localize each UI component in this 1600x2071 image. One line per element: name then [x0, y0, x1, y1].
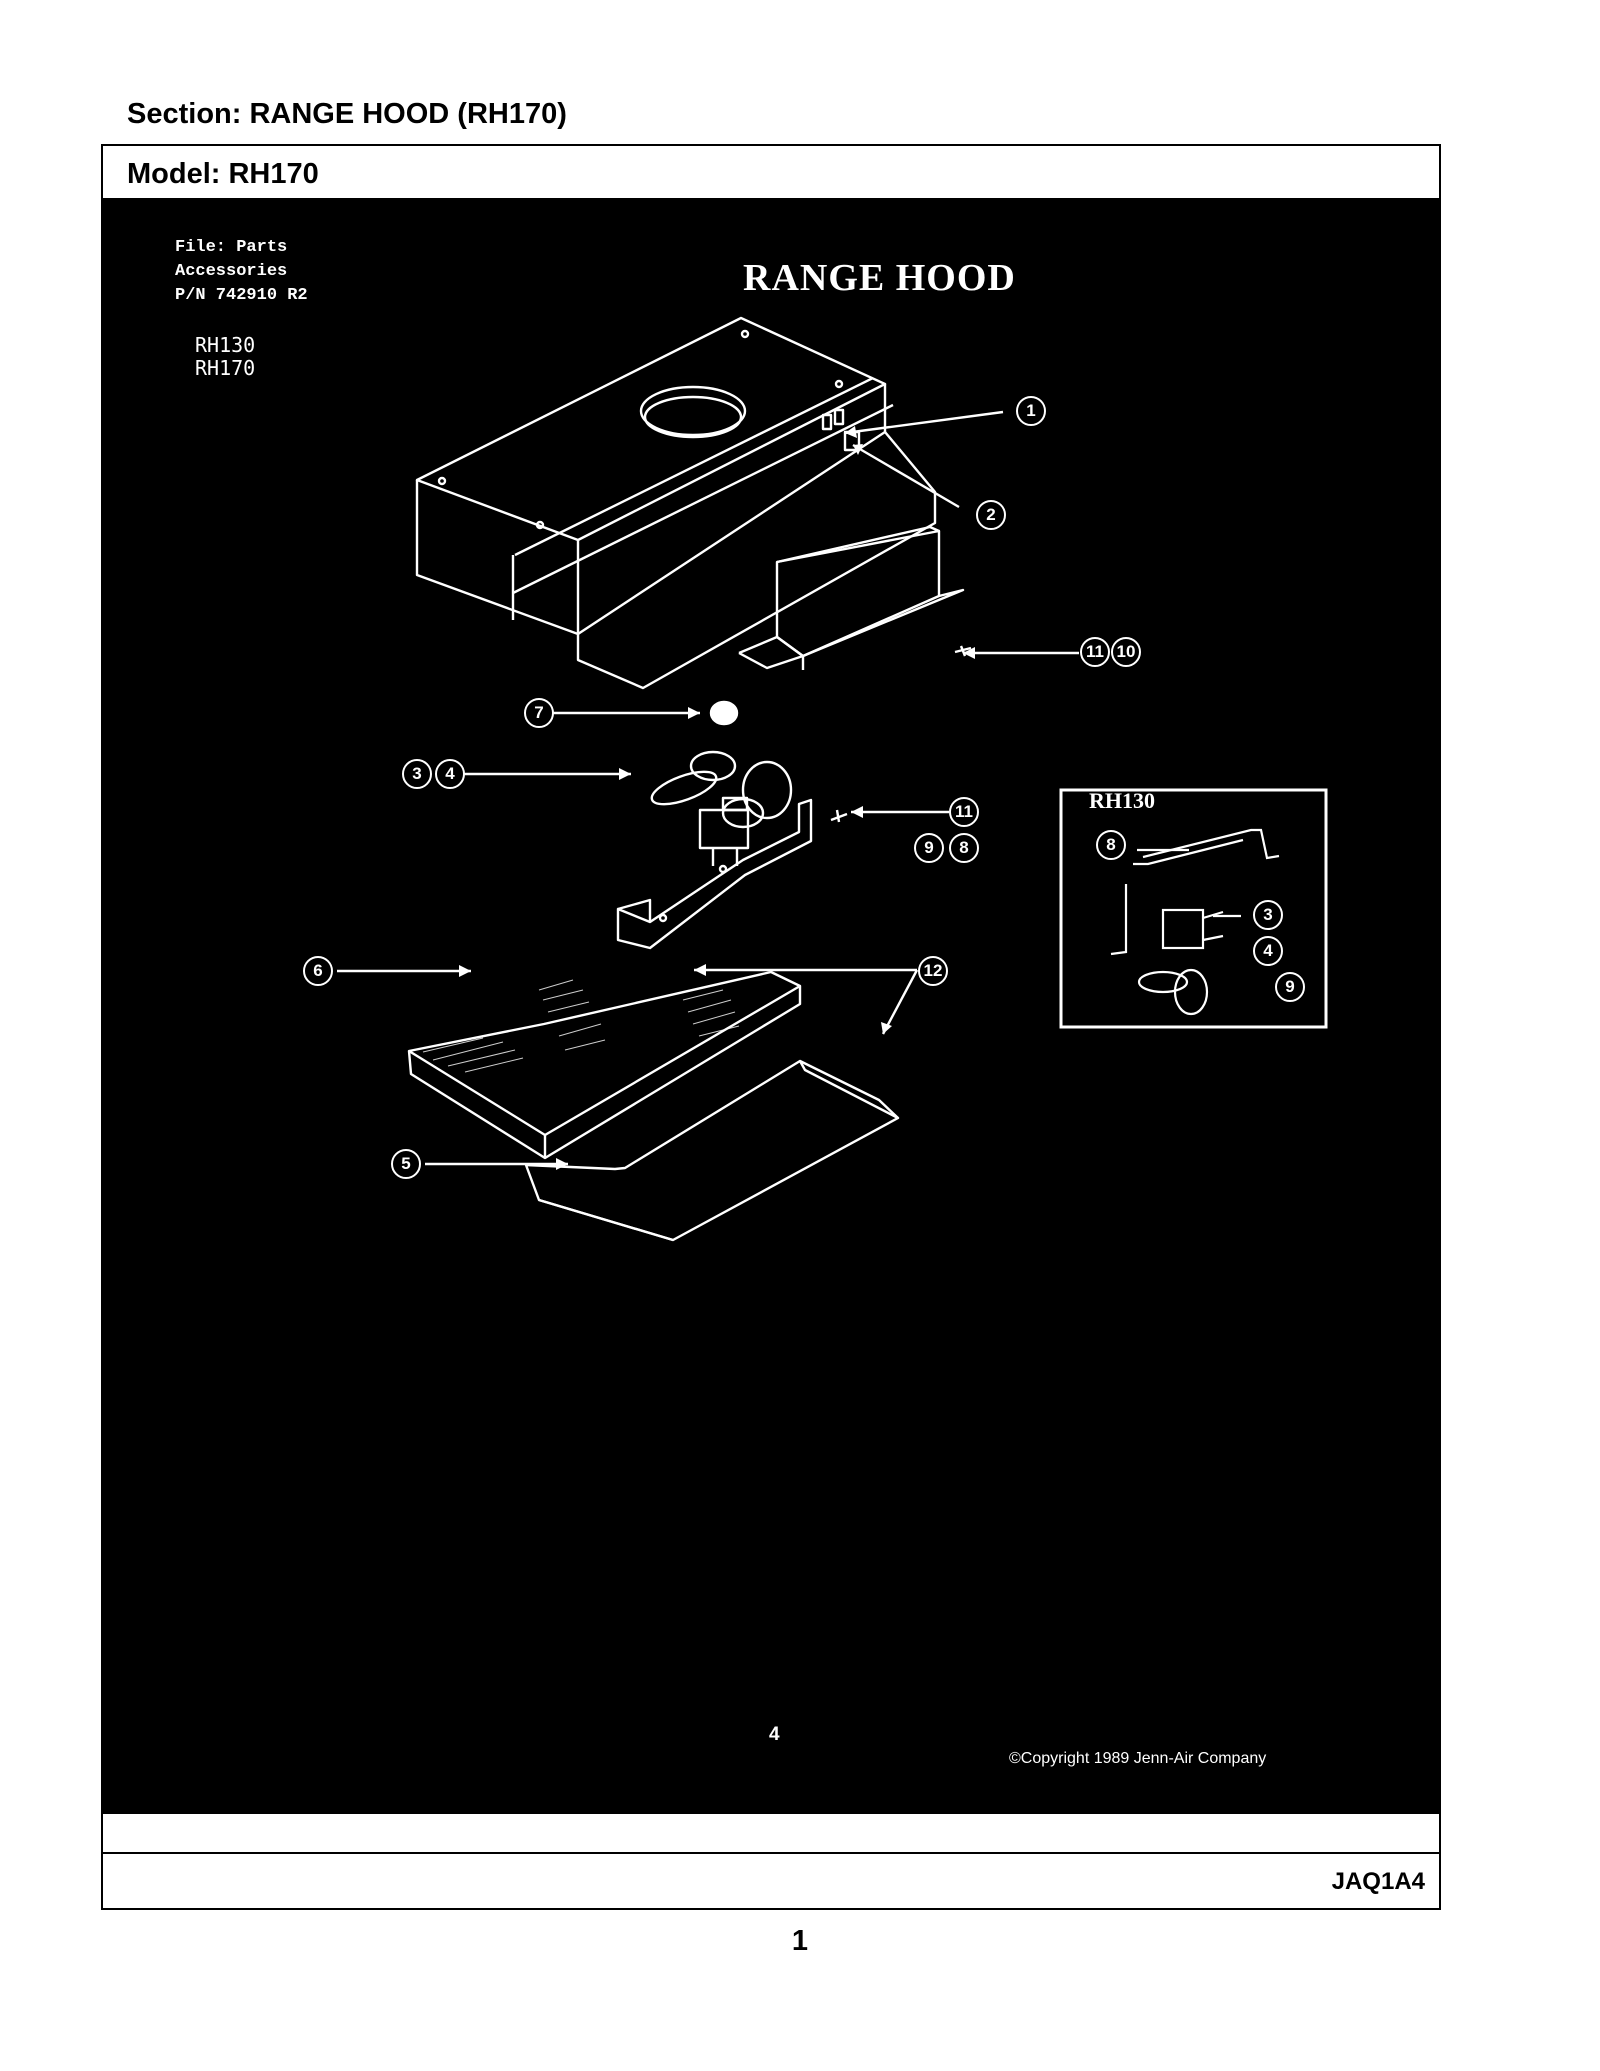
model-label: Model: RH170	[127, 158, 319, 190]
fan-blade-1	[650, 770, 718, 806]
screw-top	[954, 645, 972, 657]
inset-callout-4: 4	[1253, 936, 1283, 966]
callout-11: 11	[1080, 637, 1110, 667]
callout-5: 5	[391, 1149, 421, 1179]
hood-top	[415, 316, 887, 542]
callout-1: 1	[1016, 396, 1046, 426]
model-item: RH170	[195, 356, 256, 380]
callout-10: 10	[1111, 637, 1141, 667]
callout-2: 2	[976, 500, 1006, 530]
page-number: 1	[791, 1925, 809, 1957]
inset-title: RH130	[1089, 788, 1155, 813]
grease-filter	[407, 970, 802, 1160]
copyright: ©Copyright 1989 Jenn-Air Company	[1009, 1750, 1267, 1767]
callout-3: 3	[402, 759, 432, 789]
scan-page-number: 4	[769, 1724, 780, 1745]
callout-9: 9	[914, 833, 944, 863]
code-row: JAQ1A4	[103, 1854, 1439, 1908]
diagram-title: RANGE HOOD	[743, 257, 1016, 299]
screw-lower	[830, 809, 848, 823]
file-info-line: Accessories	[175, 262, 288, 281]
filter-mesh	[422, 979, 740, 1073]
callout-12: 12	[918, 956, 948, 986]
model-item: RH130	[195, 333, 256, 357]
rh130-inset-box	[1059, 788, 1328, 1029]
callout-11-lower: 11	[949, 797, 979, 827]
blank-row	[103, 1814, 1439, 1854]
damper-bracket	[775, 529, 941, 658]
hood-underside	[576, 431, 937, 690]
hood-front	[415, 480, 580, 636]
exploded-parts-diagram: RANGE HOOD File: Parts Accessories P/N 7…	[103, 200, 1439, 1814]
inset-callout-8: 8	[1096, 830, 1126, 860]
callout-8: 8	[949, 833, 979, 863]
parts-frame: Model: RH170	[101, 144, 1441, 1910]
file-info-line: File: Parts	[175, 238, 288, 257]
switch-2	[833, 408, 845, 426]
file-info: File: Parts Accessories P/N 742910 R2	[175, 236, 308, 308]
rh130-inset-art	[1110, 828, 1280, 1016]
model-list: RH130 RH170	[195, 334, 255, 380]
callout-4: 4	[435, 759, 465, 789]
switch-1	[821, 413, 833, 431]
hood-side	[577, 384, 887, 636]
fan-blade-3	[689, 750, 737, 782]
document-code: JAQ1A4	[1331, 1868, 1425, 1895]
inset-callout-3: 3	[1253, 900, 1283, 930]
motor-bracket	[616, 798, 813, 950]
diagram-line-art	[337, 316, 1328, 1242]
inset-callout-9: 9	[1275, 972, 1305, 1002]
callout-6: 6	[303, 956, 333, 986]
file-info-line: P/N 742910 R2	[175, 286, 308, 305]
callout-7: 7	[524, 698, 554, 728]
duct-opening	[639, 385, 747, 437]
control-knob	[709, 700, 739, 726]
fan-blade-4	[721, 797, 765, 829]
fan-blade-2	[741, 760, 793, 820]
section-title: Section: RANGE HOOD (RH170)	[127, 98, 567, 130]
model-row: Model: RH170	[103, 146, 1439, 200]
